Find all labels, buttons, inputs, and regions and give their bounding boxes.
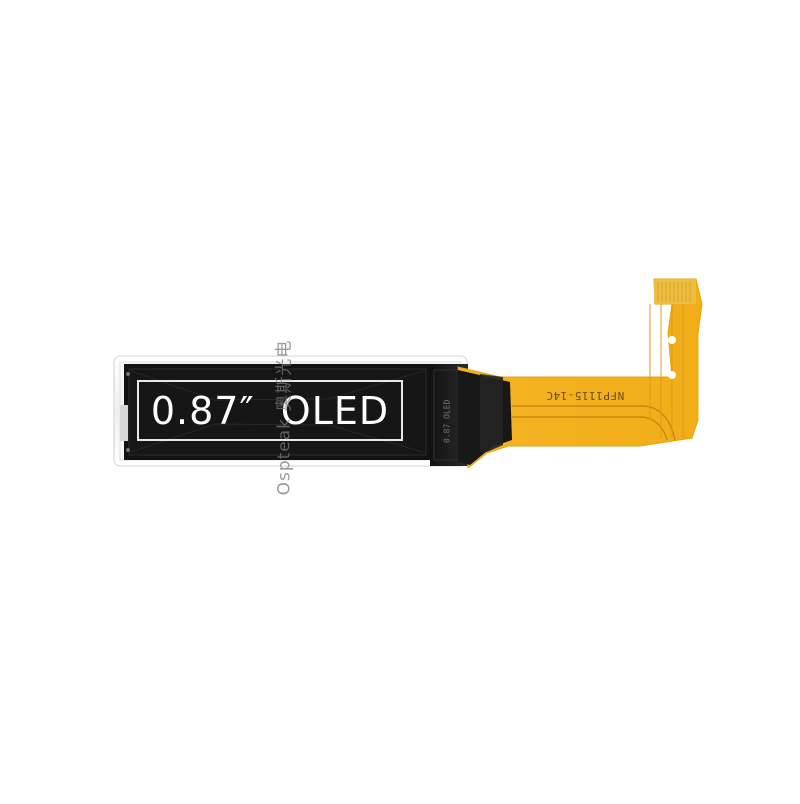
fpc-cable-image bbox=[457, 278, 703, 469]
oled-size-label: 0.87″ OLED bbox=[137, 380, 403, 441]
driver-ic-marking: 0.87 OLED bbox=[442, 399, 452, 443]
fpc-part-number: NFP1115-14C bbox=[545, 389, 625, 403]
